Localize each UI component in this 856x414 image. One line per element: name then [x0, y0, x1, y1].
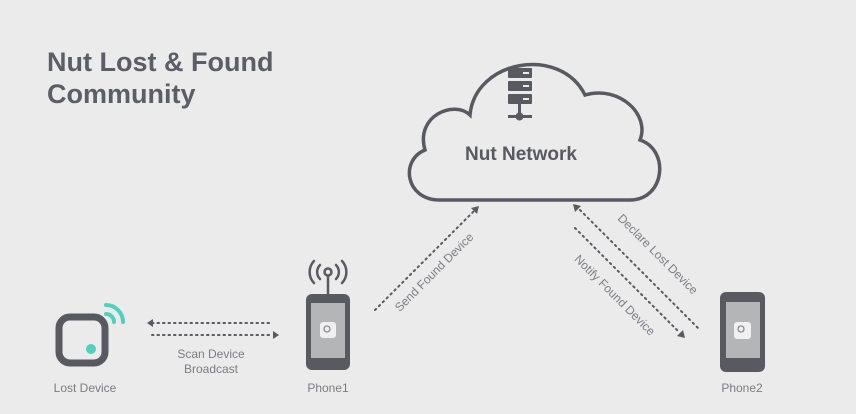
wifi-signal-icon — [104, 303, 125, 324]
scan-label-line-2: Broadcast — [184, 362, 239, 376]
notify-found-label: Notify Found Device — [572, 252, 659, 339]
arrowhead-right-icon — [273, 331, 279, 339]
lost-device-label: Lost Device — [54, 381, 117, 395]
phone2-icon — [720, 292, 765, 372]
title-line-1: Nut Lost & Found — [47, 47, 274, 77]
cloud-icon — [407, 62, 662, 202]
arrowhead-up-left-icon — [573, 204, 581, 212]
network-label: Nut Network — [465, 144, 577, 165]
arrowhead-down-right-icon — [677, 330, 685, 338]
scan-label-line-1: Scan Device — [177, 347, 245, 361]
scan-arrows — [151, 322, 273, 336]
diagram-title: Nut Lost & Found Community — [47, 46, 273, 110]
phone2-label: Phone2 — [721, 381, 763, 395]
send-found-arrow — [374, 210, 475, 311]
send-found-label: Send Found Device — [392, 230, 477, 315]
server-icon — [508, 68, 532, 121]
title-line-2: Community — [47, 79, 196, 109]
phone1-label: Phone1 — [307, 381, 349, 395]
arrowhead-up-right-icon — [471, 206, 479, 214]
lost-device-icon — [55, 313, 109, 367]
arrowhead-left-icon — [147, 319, 153, 327]
declare-lost-label: Declare Lost Device — [615, 211, 701, 297]
phone1-icon — [306, 294, 350, 370]
phone2-arrows — [574, 209, 700, 334]
antenna-icon — [308, 259, 348, 297]
